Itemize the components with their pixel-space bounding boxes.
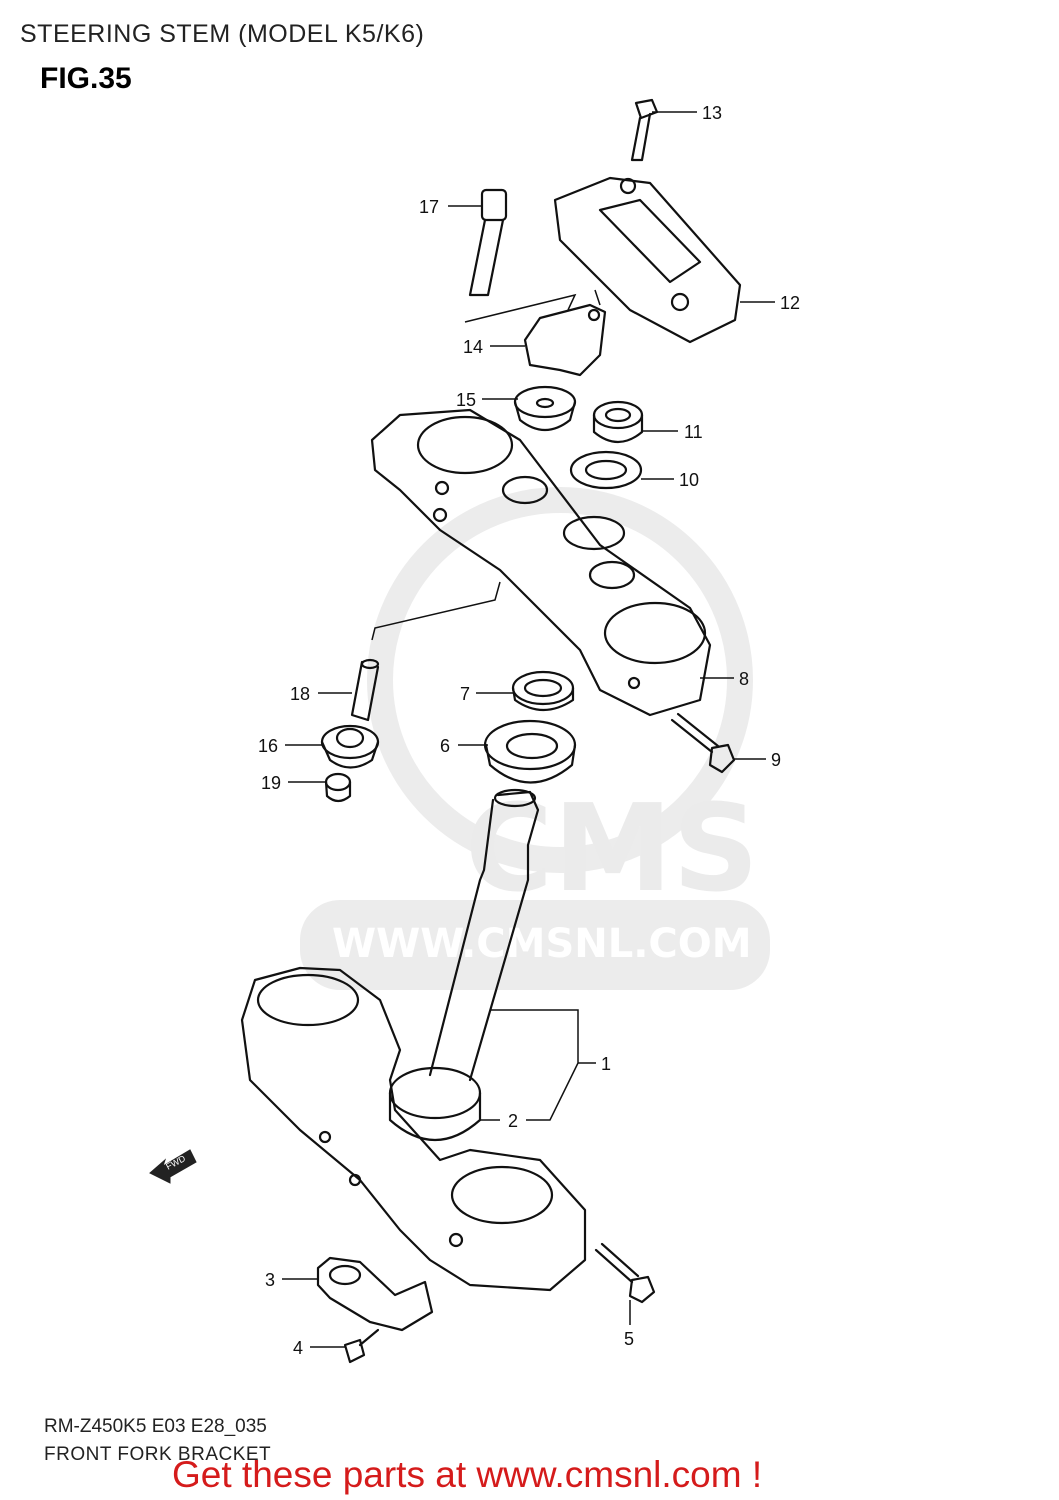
callout-7: 7 [460,684,470,704]
part-3-clamp [316,1256,434,1332]
callout-12: 12 [780,293,800,313]
callout-18: 18 [290,684,310,704]
part-6-bearing [483,719,577,784]
figure-number: FIG.35 [40,62,132,95]
part-9-bolt [670,712,736,774]
part-15-cushion [513,385,577,432]
part-8-upper-bracket [370,408,712,717]
part-10-washer [569,450,643,490]
callout-1: 1 [601,1054,611,1074]
callout-13: 13 [702,103,722,123]
part-14-holder [464,289,607,377]
callout-9: 9 [771,750,781,770]
callout-2: 2 [508,1111,518,1131]
part-19-nut [324,772,352,803]
watermark: CMS WWW.CMSNL.COM [300,487,770,990]
diagram-caption: FRONT FORK BRACKET [44,1444,272,1465]
part-12-handlebar-clamp [553,176,742,344]
part-17-bolt [468,188,508,297]
callout-8: 8 [739,669,749,689]
watermark-mascot-icon [367,487,753,873]
part-13-bolt [630,98,659,162]
part-2-bearing [388,1066,482,1141]
callout-19: 19 [261,773,281,793]
callout-17: 17 [419,197,439,217]
callout-6: 6 [440,736,450,756]
part-16-grommet [320,724,380,769]
part-11-nut [592,400,644,444]
callout-5: 5 [624,1329,634,1349]
part-4-screw [343,1328,380,1364]
callout-4: 4 [293,1338,303,1358]
watermark-url-text: WWW.CMSNL.COM [332,921,752,967]
diagram-code: RM-Z450K5 E03 E28_035 [44,1416,267,1437]
callout-15: 15 [456,390,476,410]
page-title: STEERING STEM (MODEL K5/K6) [20,20,425,48]
watermark-logo-text: CMS [465,780,759,919]
callout-3: 3 [265,1270,275,1290]
part-1-steering-stem [240,788,587,1292]
fwd-arrow-icon: FWD [149,1149,197,1184]
part-7-nut [511,670,575,711]
callout-10: 10 [679,470,699,490]
callout-16: 16 [258,736,278,756]
promo-link[interactable]: Get these parts at www.cmsnl.com ! [172,1454,763,1495]
part-5-bolt [594,1242,656,1304]
callout-leaders [282,111,775,1348]
callout-11: 11 [684,422,703,442]
callout-labels: 13 17 12 14 15 11 10 18 7 8 16 6 9 19 1 … [258,103,800,1358]
part-18-pipe [350,658,380,722]
callout-14: 14 [463,337,483,357]
